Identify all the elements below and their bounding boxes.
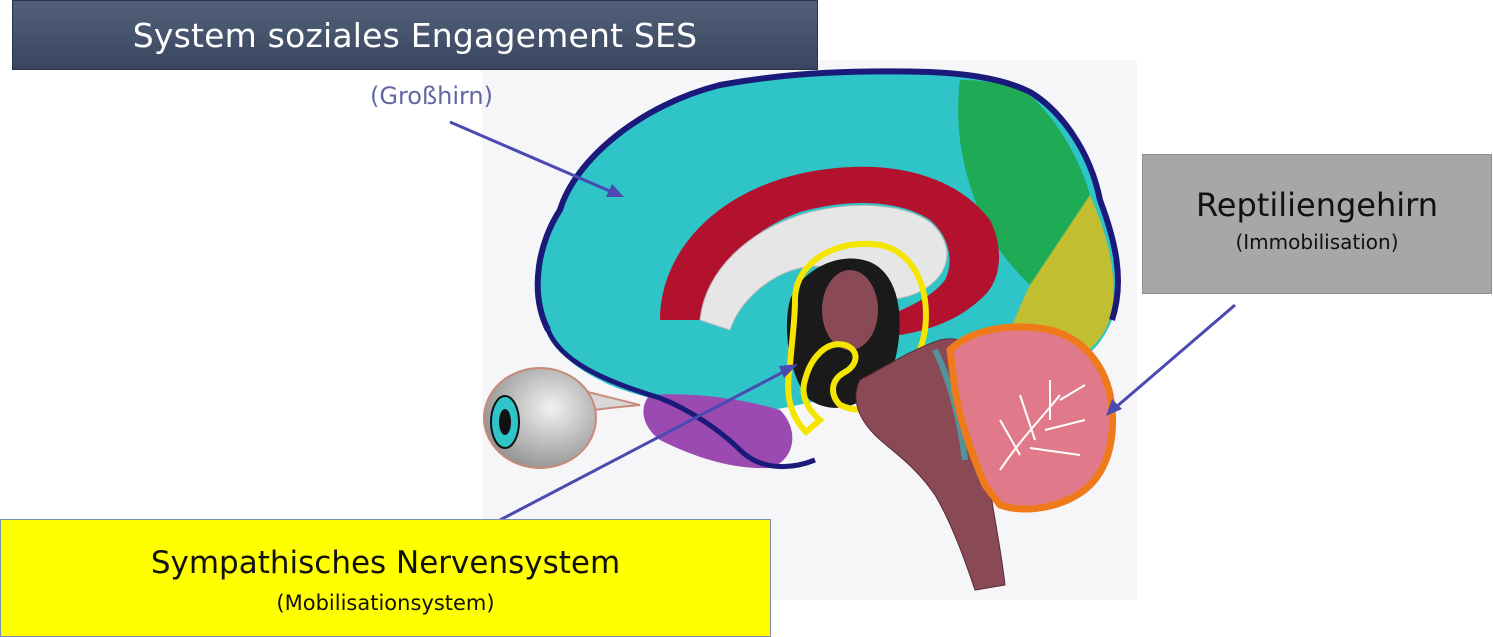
ses-label-box: System soziales Engagement SES <box>12 0 818 70</box>
ses-label: System soziales Engagement SES <box>133 16 698 55</box>
grosshirn-label: (Großhirn) <box>370 82 493 110</box>
thalamus <box>822 270 878 350</box>
sympathetic-system-box: Sympathisches Nervensystem (Mobilisation… <box>0 519 771 637</box>
reptile-brain-subtitle: (Immobilisation) <box>1235 230 1398 254</box>
reptile-brain-title: Reptiliengehirn <box>1196 186 1438 224</box>
sympathetic-system-title: Sympathisches Nervensystem <box>151 545 620 581</box>
sympathetic-system-subtitle: (Mobilisationsystem) <box>276 591 494 615</box>
reptile-brain-box: Reptiliengehirn (Immobilisation) <box>1142 154 1492 294</box>
